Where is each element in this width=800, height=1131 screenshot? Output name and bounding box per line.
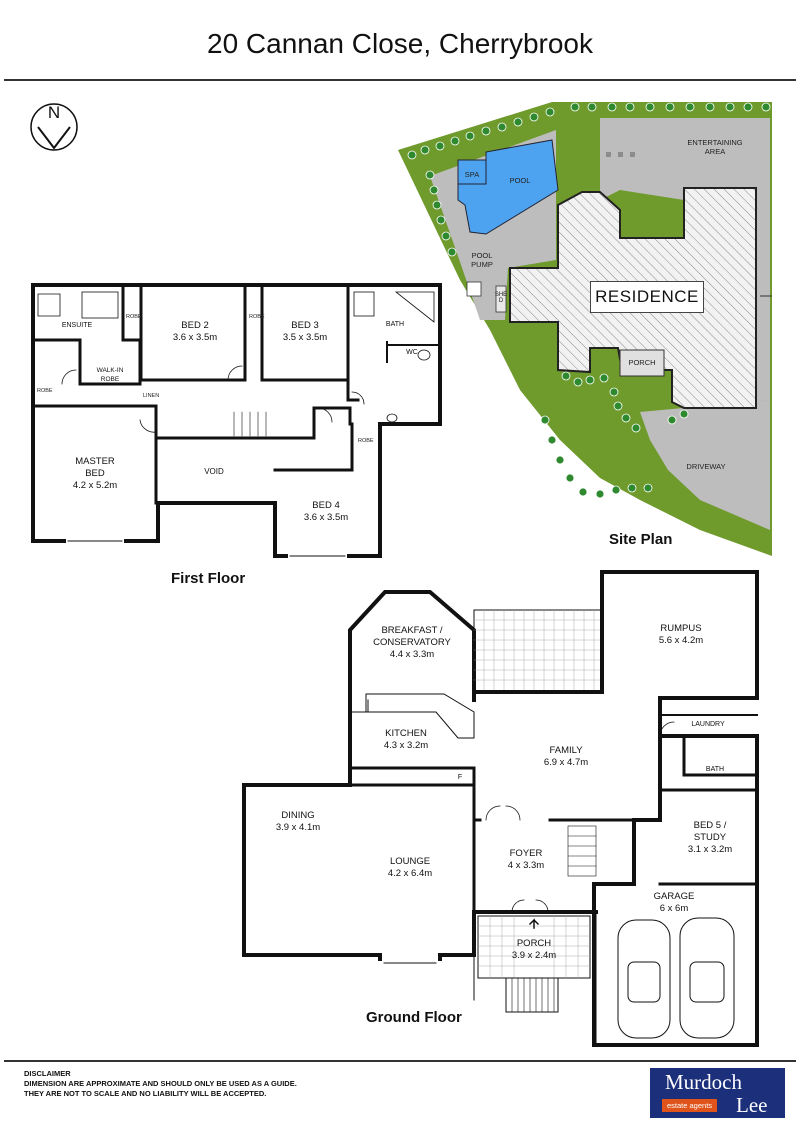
- robe-label-4: ROBE: [358, 438, 374, 444]
- laundry-label: LAUNDRY: [691, 721, 725, 728]
- pool-label: POOL: [509, 176, 531, 185]
- agency-logo: Murdoch estate agents Lee: [650, 1068, 785, 1118]
- first-floor-plan: [31, 283, 442, 558]
- lounge-label: LOUNGE 4.2 x 6.4m: [387, 856, 433, 879]
- void-label: VOID: [204, 467, 224, 476]
- ground-floor-plan: [242, 570, 759, 1047]
- residence-label: RESIDENCE: [590, 281, 704, 313]
- header-divider: [4, 79, 796, 81]
- ensuite-label: ENSUITE: [61, 322, 93, 329]
- family-label: FAMILY 6.9 x 4.7m: [543, 745, 589, 768]
- bed2-label: BED 2 3.6 x 3.5m: [172, 320, 218, 343]
- disclaimer-line-2: THEY ARE NOT TO SCALE AND NO LIABILITY W…: [24, 1089, 267, 1098]
- robe-label-1: ROBE: [126, 314, 142, 320]
- ground-floor-title: Ground Floor: [366, 1009, 462, 1026]
- spa-label: SPA: [464, 170, 480, 179]
- site-plan: [398, 102, 772, 556]
- wc-label: WC: [406, 349, 418, 356]
- north-label: N: [47, 103, 61, 122]
- dining-label: DINING 3.9 x 4.1m: [275, 810, 321, 833]
- footer-divider: [4, 1060, 796, 1062]
- foyer-label: FOYER 4 x 3.3m: [507, 848, 545, 871]
- page-title: 20 Cannan Close, Cherrybrook: [207, 28, 593, 59]
- logo-murdoch: Murdoch: [665, 1070, 742, 1094]
- robe-label-2: ROBE: [249, 314, 265, 320]
- garage-label: GARAGE 6 x 6m: [653, 891, 695, 914]
- disclaimer-line-1: DIMENSION ARE APPROXIMATE AND SHOULD ONL…: [24, 1079, 297, 1088]
- driveway-label: DRIVEWAY: [686, 462, 726, 471]
- breakfast-conservatory-label: BREAKFAST / CONSERVATORY 4.4 x 3.3m: [373, 625, 451, 660]
- north-arrow-icon: [30, 103, 78, 151]
- fridge-label: F: [457, 774, 463, 781]
- bed3-label: BED 3 3.5 x 3.5m: [282, 320, 328, 343]
- logo-lee: Lee: [736, 1093, 768, 1117]
- site-porch-label: PORCH: [628, 358, 656, 367]
- shed-label: SHED: [494, 292, 508, 304]
- rumpus-label: RUMPUS 5.6 x 4.2m: [658, 623, 704, 646]
- bath-label-ground: BATH: [705, 766, 725, 773]
- bed5-study-label: BED 5 / STUDY 3.1 x 3.2m: [687, 820, 733, 855]
- site-plan-title: Site Plan: [609, 531, 673, 548]
- bed4-label: BED 4 3.6 x 3.5m: [303, 500, 349, 523]
- logo-estate-agents: estate agents: [662, 1099, 718, 1112]
- robe-label-3: ROBE: [37, 388, 53, 394]
- porch-label: PORCH 3.9 x 2.4m: [511, 938, 557, 961]
- linen-label: LINEN: [143, 393, 160, 399]
- kitchen-label: KITCHEN 4.3 x 3.2m: [383, 728, 429, 751]
- master-bed-label: MASTER BED 4.2 x 5.2m: [72, 456, 118, 491]
- first-floor-title: First Floor: [171, 570, 246, 587]
- bath-label-first: BATH: [385, 321, 405, 328]
- disclaimer: DISCLAIMER DIMENSION ARE APPROXIMATE AND…: [24, 1069, 297, 1099]
- disclaimer-heading: DISCLAIMER: [24, 1069, 71, 1078]
